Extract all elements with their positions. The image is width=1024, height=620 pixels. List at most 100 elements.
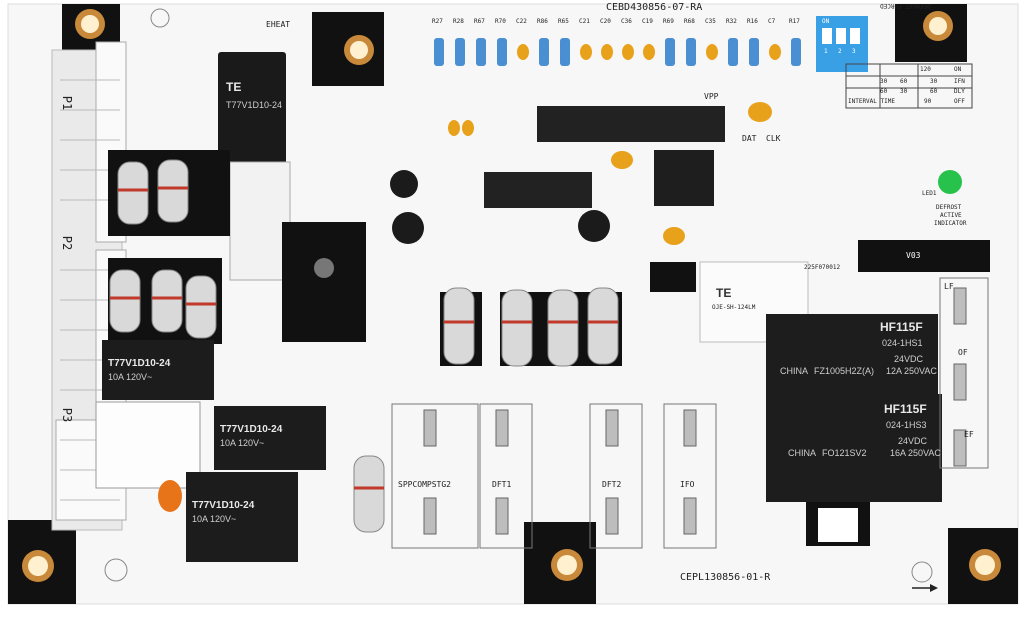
ref-label-r67: R67 [474,18,485,25]
te-relay-3 [186,472,298,562]
interval-r3c2: 30 [900,88,908,95]
ref-label-r68: R68 [684,18,695,25]
spade-terminals [423,287,967,535]
top-component-r32 [728,38,738,66]
te-relay-1-rating: 10A 120V~ [108,372,153,382]
ic-u2 [484,172,592,208]
interval-r2c4: IFN [954,78,965,85]
label-of: OF [958,348,968,357]
interval-r3c3: 60 [930,88,938,95]
ref-label-c19: C19 [642,18,653,25]
top-component-r16 [749,38,759,66]
arrow-head [930,584,938,592]
v03-pad [858,240,990,272]
te-relay-1-model: T77V1D10-24 [108,358,171,369]
ref-label-r69: R69 [663,18,674,25]
hf-2-country: CHINA [788,448,817,458]
te-relay-2-rating: 10A 120V~ [220,438,265,448]
regulator-q [654,150,714,206]
ref-label-r27: R27 [432,18,443,25]
label-defrost-active-1: DEFROST [936,204,962,211]
te-relay-top-brand: TE [226,80,242,94]
top-component-c19 [643,44,655,60]
hf-2-lot: FO121SV2 [822,448,867,458]
top-component-c21 [580,44,592,60]
interval-r2c3: 30 [930,78,938,85]
dip-3: 3 [852,48,856,55]
qr-code [818,508,858,542]
hf-2-rating1: 24VDC [898,436,928,446]
interval-r1c2: ON [954,66,962,73]
hf-relay-2 [766,394,942,502]
ref-label-c36: C36 [621,18,632,25]
hf-1-model: HF115F [880,320,923,334]
electrolytic-caps [390,170,610,244]
heatsink-screw [314,258,334,278]
label-defrost-forced: DEFROST FORCED [880,2,931,9]
ref-label-r28: R28 [453,18,464,25]
te-relay-1 [102,340,214,400]
ref-label-r16: R16 [747,18,758,25]
label-led1: LED1 [922,190,937,197]
terminal-boxes [391,277,989,549]
top-component-r67 [476,38,486,66]
part-number-top: CEBD430856-07-RA [606,2,703,13]
label-p1: P1 [60,95,75,111]
interval-r3c4: DLY [954,88,965,95]
ref-label-r70: R70 [495,18,506,25]
interval-r4c2: OFF [954,98,965,105]
top-component-r28 [455,38,465,66]
ref-label-c21: C21 [579,18,590,25]
interval-r3c1: 60 [880,88,888,95]
ref-label-c20: C20 [600,18,611,25]
heatsink [282,222,366,342]
hf-1-code: 024-1HS1 [882,338,923,348]
ref-label-c22: C22 [516,18,527,25]
interval-r1c1: 120 [920,66,931,73]
top-component-r17 [791,38,801,66]
label-defrost-active-2: ACTIVE [940,212,962,219]
resistor-bands [110,186,618,490]
top-component-r65 [560,38,570,66]
label-defrost-active-3: INDICATOR [934,220,967,227]
hf-1-rating1: 24VDC [894,354,924,364]
relay-top-black [218,52,286,170]
k7-relay [95,401,201,489]
ref-label-r65: R65 [558,18,569,25]
label-barcode: 225F070012 [804,264,841,271]
te-relay-3-model: T77V1D10-24 [192,500,255,511]
te-relay-2-model: T77V1D10-24 [220,424,283,435]
label-dft2: DFT2 [602,480,622,489]
part-number-bottom: CEPL130856-01-R [680,572,771,583]
interval-r2c2: 60 [900,78,908,85]
mid-connector [229,161,291,281]
mount-holes [22,8,1001,583]
top-component-r69 [665,38,675,66]
ref-label-r32: R32 [726,18,737,25]
label-vpp: VPP [704,92,719,101]
top-component-c36 [622,44,634,60]
dip-2: 2 [838,48,842,55]
interval-r4c1: 90 [924,98,932,105]
te-white-model: OJE-SH-124LM [712,304,756,311]
label-ifo: IFO [680,480,695,489]
dip-levers [822,28,860,44]
hf-relay-1 [766,314,938,398]
label-interval-title: INTERVAL TIME [848,98,895,105]
barcode-pad [650,262,696,292]
top-component-r70 [497,38,507,66]
hf-2-rating2: 16A 250VAC [890,448,941,458]
label-p2: P2 [60,235,75,251]
te-white-brand: TE [716,286,732,300]
label-ef: EF [964,430,974,439]
ref-label-r86: R86 [537,18,548,25]
top-component-c35 [706,44,718,60]
label-v03: V03 [906,251,921,260]
top-resistor-row [434,38,801,66]
power-resistors [109,159,619,533]
dip-1: 1 [824,48,828,55]
dip-on-label: ON [822,18,830,25]
ref-label-r17: R17 [789,18,800,25]
